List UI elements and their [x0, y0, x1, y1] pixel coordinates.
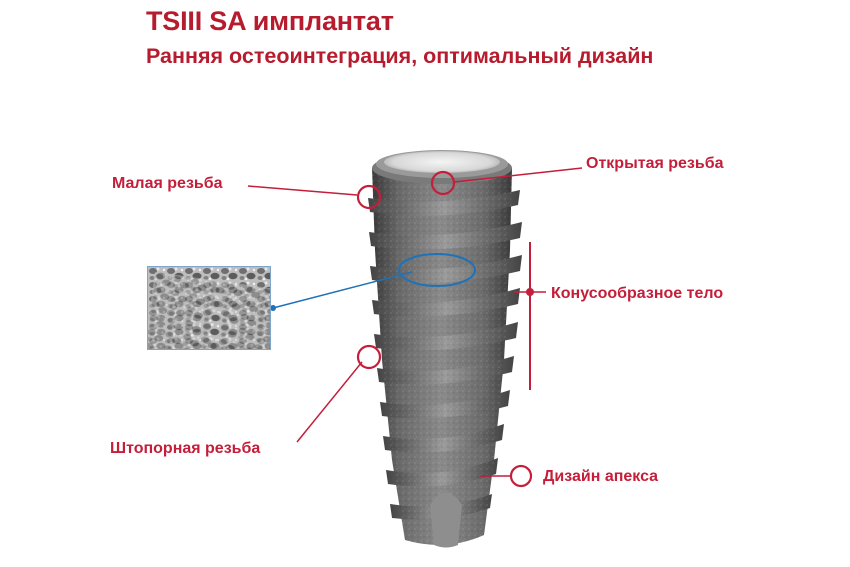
surface-highlight-ellipse [398, 253, 476, 287]
surface-micrograph [147, 266, 271, 350]
marker-circle [430, 170, 456, 196]
micrograph-image [148, 267, 270, 349]
label-open-thread: Открытая резьба [586, 155, 724, 172]
callout-corkscrew-thread [296, 344, 382, 443]
label-apex-design: Дизайн апекса [543, 468, 659, 485]
callout-open-thread [430, 167, 583, 196]
marker-dot [526, 288, 534, 296]
implant-body [368, 150, 522, 548]
marker-circle [356, 344, 382, 370]
marker-circle [356, 184, 382, 210]
implant-bore [384, 151, 500, 173]
callout-small-thread [247, 184, 382, 210]
label-corkscrew-thread: Штопорная резьба [110, 440, 261, 457]
callout-surface [270, 253, 476, 311]
marker-dot [270, 305, 276, 311]
marker-circle [509, 464, 533, 488]
label-small-thread: Малая резьба [112, 175, 223, 192]
callout-apex-design [480, 464, 533, 488]
callout-tapered-body [514, 242, 546, 390]
label-tapered-body: Конусообразное тело [551, 285, 724, 302]
page-title: TSIII SA имплантат [146, 6, 394, 36]
page-subtitle: Ранняя остеоинтеграция, оптимальный диза… [146, 44, 654, 68]
apex-groove [430, 492, 462, 548]
